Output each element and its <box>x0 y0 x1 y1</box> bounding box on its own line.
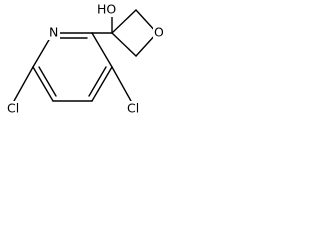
bond-c4-c5 <box>91 66 113 102</box>
bond-c4-cl-right <box>111 66 132 102</box>
chemical-structure: HO O N Cl Cl <box>6 2 166 116</box>
chlorine-left-label-background <box>6 101 26 116</box>
bond-layer <box>13 7 158 102</box>
pyridine-nitrogen-label-background <box>48 25 60 40</box>
bond-c5-c3 <box>91 32 113 68</box>
hydroxyl-label: HO <box>97 2 116 17</box>
bond-quaternary-ch2-top <box>111 9 137 34</box>
ring-oxygen-label: O <box>154 25 164 40</box>
double-bond-c2-c1 <box>38 66 57 97</box>
pyridine-nitrogen-label: N <box>49 25 58 40</box>
chlorine-right-label-background <box>126 101 146 116</box>
chlorine-left-label: Cl <box>7 101 19 116</box>
hydroxyl-label-background <box>96 2 119 17</box>
chlorine-right-label: Cl <box>127 101 139 116</box>
bond-quaternary-ch2-bottom <box>111 32 137 57</box>
bond-c2-c1 <box>32 66 54 102</box>
double-bond-c4-c5 <box>88 66 107 97</box>
ring-oxygen-label-background <box>153 26 166 40</box>
atom-label-layer: HO O N Cl Cl <box>6 2 166 116</box>
bond-c2-cl-left <box>13 66 34 102</box>
